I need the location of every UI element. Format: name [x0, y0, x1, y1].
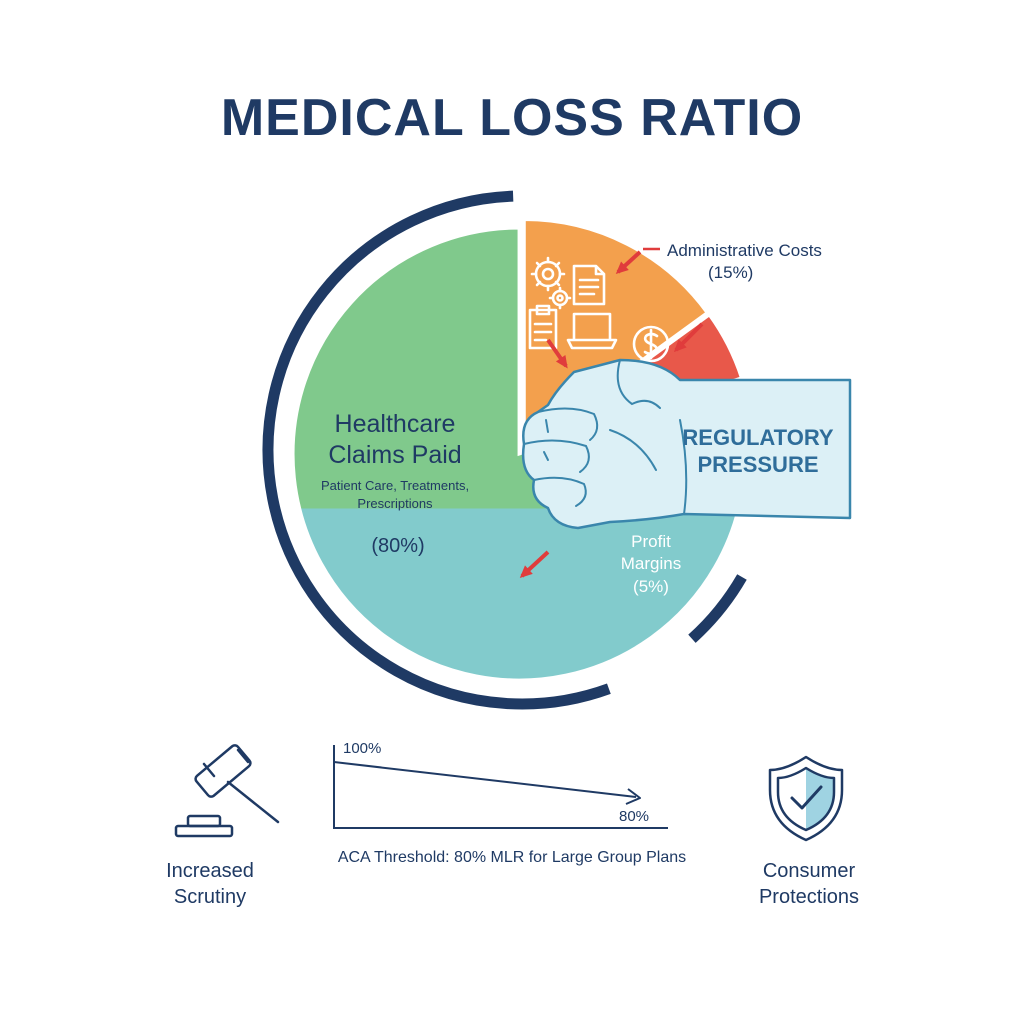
- threshold-start-label: 100%: [343, 740, 381, 757]
- laptop-icon: [566, 312, 618, 350]
- pressure-arrow: [519, 550, 550, 579]
- threshold-axes: [333, 745, 668, 829]
- outer-ring-segment-right: [688, 574, 747, 643]
- threshold-end-label: 80%: [619, 808, 649, 825]
- scrutiny-label-line-2: Scrutiny: [173, 886, 247, 908]
- threshold-decline-line: [333, 761, 637, 798]
- protections-label: Consumer Protections: [736, 858, 882, 910]
- admin-icons: [528, 256, 670, 363]
- threshold-caption: ACA Threshold: 80% MLR for Large Group P…: [338, 849, 686, 866]
- gear-icon: [530, 256, 566, 292]
- scrutiny-label-line-1: Increased: [166, 860, 254, 882]
- threshold-chart: 100% 80% ACA Threshold: 80% MLR for Larg…: [333, 740, 686, 866]
- admin-label: Administrative Costs: [667, 241, 822, 260]
- outer-ring-segment-left: [262, 190, 611, 710]
- pressure-arrows: [519, 250, 704, 579]
- profit-title-line-2: Margins: [621, 554, 681, 573]
- claims-title-line-2: Claims Paid: [328, 441, 461, 469]
- protections-label-line-2: Protections: [758, 886, 860, 908]
- pressure-arrow: [615, 250, 642, 275]
- gavel-icon: [174, 744, 280, 838]
- claims-title-line-1: Healthcare: [335, 410, 456, 438]
- document-icon: [572, 264, 606, 306]
- clipboard-icon: [528, 304, 558, 350]
- pressure-arrow: [546, 338, 568, 369]
- protections-label-line-1: Consumer: [762, 860, 856, 882]
- admin-value-label: (15%): [708, 263, 753, 282]
- claims-subtitle-line-1: Patient Care, Treatments,: [321, 478, 469, 493]
- fist-icon: [521, 358, 852, 530]
- gear-icon: [548, 286, 572, 310]
- profit-value-label: (5%): [633, 577, 669, 596]
- claims-subtitle-line-2: Prescriptions: [357, 496, 433, 511]
- pressure-label-line-2: PRESSURE: [697, 452, 818, 477]
- shield-check-icon: [768, 755, 844, 842]
- pressure-label-line-1: REGULATORY: [682, 425, 833, 450]
- dollar-coin-icon: [632, 325, 670, 363]
- profit-title-line-1: Profit: [631, 532, 671, 551]
- scrutiny-label: Increased Scrutiny: [140, 858, 280, 910]
- claims-value-label: (80%): [371, 535, 424, 557]
- pressure-arrow: [673, 322, 704, 353]
- page-title: MEDICAL LOSS RATIO: [220, 89, 804, 147]
- claims-slice: [291, 226, 747, 682]
- threshold-arrowhead: [625, 788, 641, 805]
